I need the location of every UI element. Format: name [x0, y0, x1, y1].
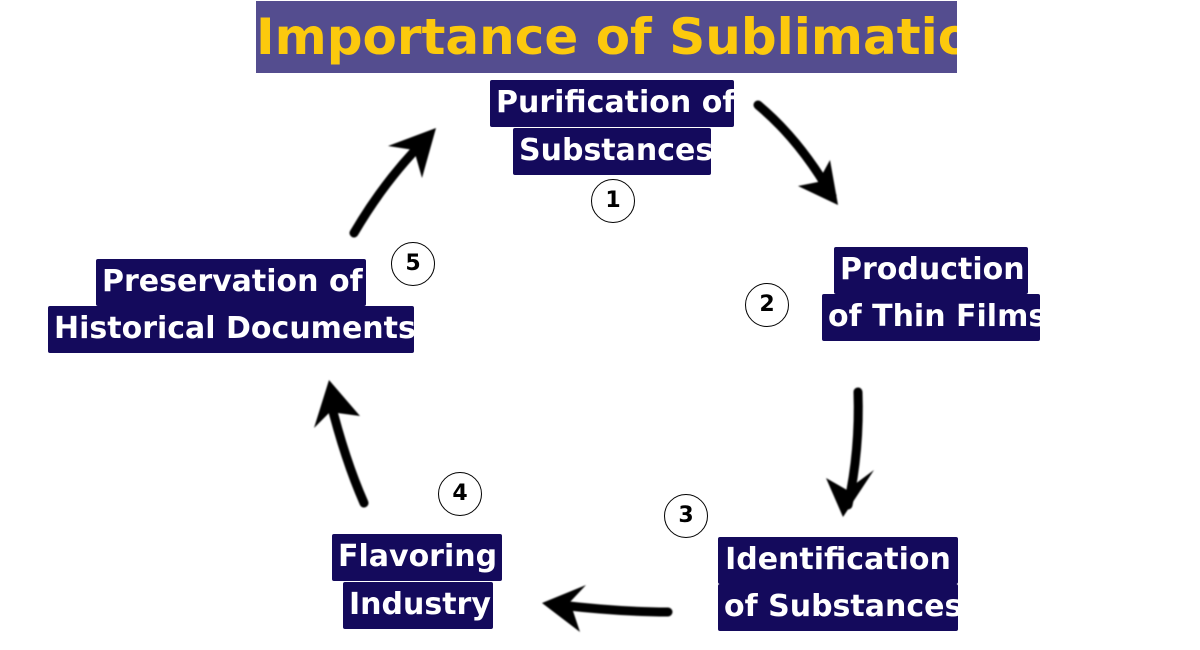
step-1-line-2: Substances [513, 128, 713, 175]
arrow-down-icon [826, 387, 874, 517]
step-1-line-1: Purification of [490, 80, 735, 127]
arrow-up-right-icon [349, 128, 436, 238]
step-3-line-1: Identification [718, 537, 958, 584]
arrow-left-icon [542, 585, 673, 632]
step-5-line-2: Historical Documents [48, 306, 416, 353]
step-2-line-2: of Thin Films [822, 294, 1046, 341]
step-4-line-1: Flavoring [332, 534, 502, 581]
step-4-number-badge: 4 [438, 472, 482, 516]
step-5-line-1: Preservation of [96, 259, 366, 306]
step-2-line-1: Production [834, 247, 1028, 294]
step-4-line-2: Industry [343, 582, 493, 629]
curved-arrow-down-right-icon [753, 100, 838, 205]
step-1-number-badge: 1 [591, 179, 635, 223]
step-5-number-badge: 5 [391, 242, 435, 286]
step-3-number-badge: 3 [664, 494, 708, 538]
arrow-up-icon [314, 380, 369, 508]
diagram-title: Importance of Sublimation [256, 1, 957, 73]
step-3-line-2: of Substances [718, 584, 962, 631]
step-2-number-badge: 2 [745, 283, 789, 327]
